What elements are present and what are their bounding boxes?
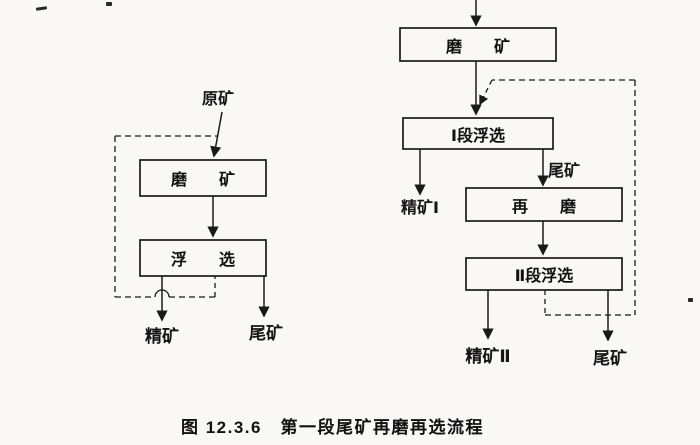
grinding-box [399,27,557,62]
tailings-mid-label: 尾矿 [548,163,581,180]
regrind-box-label: 再 磨 [511,198,576,216]
left-input-label: 原矿 [201,91,234,108]
left-tailings-label: 尾矿 [249,324,283,343]
concentrate2-label: 精矿Ⅱ [465,347,511,366]
regrind-box [465,187,623,222]
stage1-flotation-box [402,117,554,150]
left-flotation-box-label: 浮 选 [170,252,235,269]
stage1-flotation-box-label: Ⅰ段浮选 [451,127,505,145]
right-grinding-box-label: 磨 矿 [445,38,510,56]
scan-artifact [688,298,693,302]
ore-input-line [210,111,223,158]
scan-artifact [106,2,112,6]
left-flow-diagram [114,111,270,322]
tailings-final-label: 尾矿 [593,349,627,368]
left-grinding-box-label: 磨 矿 [170,172,235,189]
stage2-flotation-box [465,257,623,291]
concentrate1-label: 精矿Ⅰ [401,200,439,217]
figure-caption: 图 12.3.6 第一段尾矿再磨再选流程 [181,418,484,437]
recycle-dash-diagonal [479,79,493,106]
flotation-box [139,239,267,277]
right-flow-diagram [399,0,636,342]
left-concentrate-label: 精矿 [145,327,179,346]
grinding-box [139,159,267,197]
stage2-flotation-box-label: Ⅱ段浮选 [514,268,574,285]
